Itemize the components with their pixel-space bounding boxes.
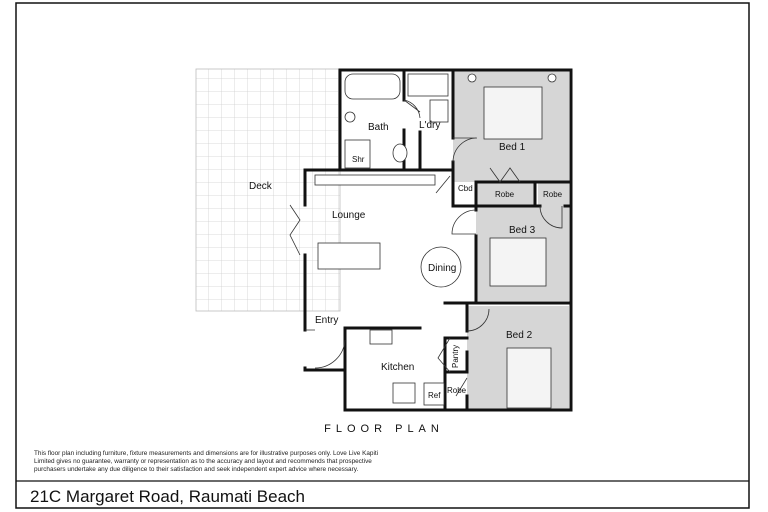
cupboard-label: Cbd — [458, 184, 473, 193]
robe-label-bed2: Robe — [447, 386, 467, 395]
deck-label: Deck — [249, 181, 273, 192]
robe-label-a: Robe — [495, 190, 515, 199]
bath-label: Bath — [368, 122, 389, 133]
walls — [303, 68, 573, 412]
dining-label: Dining — [428, 263, 456, 274]
shower-label: Shr — [352, 155, 365, 164]
plan-title: FLOOR PLAN — [324, 423, 444, 435]
laundry-label: L'dry — [419, 120, 440, 131]
property-address: 21C Margaret Road, Raumati Beach — [30, 487, 305, 506]
robe-a-floor — [477, 182, 535, 206]
furniture — [314, 174, 462, 406]
pantry-label: Pantry — [451, 345, 460, 368]
fan-icons — [467, 73, 557, 83]
beds — [483, 86, 552, 409]
robe-label-b: Robe — [543, 190, 563, 199]
disclaimer-text: This floor plan including furniture, fix… — [34, 450, 379, 473]
lounge-label: Lounge — [332, 210, 366, 221]
robe-b-floor — [538, 182, 569, 206]
page-border — [15, 2, 750, 509]
door-swings — [289, 99, 563, 397]
bed2-label: Bed 2 — [506, 330, 533, 341]
bed3-label: Bed 3 — [509, 225, 536, 236]
deck-area — [195, 68, 341, 312]
fridge-label: Ref — [428, 391, 441, 400]
bath-fixtures — [344, 73, 449, 169]
entry-label: Entry — [315, 315, 338, 326]
kitchen-label: Kitchen — [381, 362, 414, 373]
bed1-label: Bed 1 — [499, 142, 526, 153]
